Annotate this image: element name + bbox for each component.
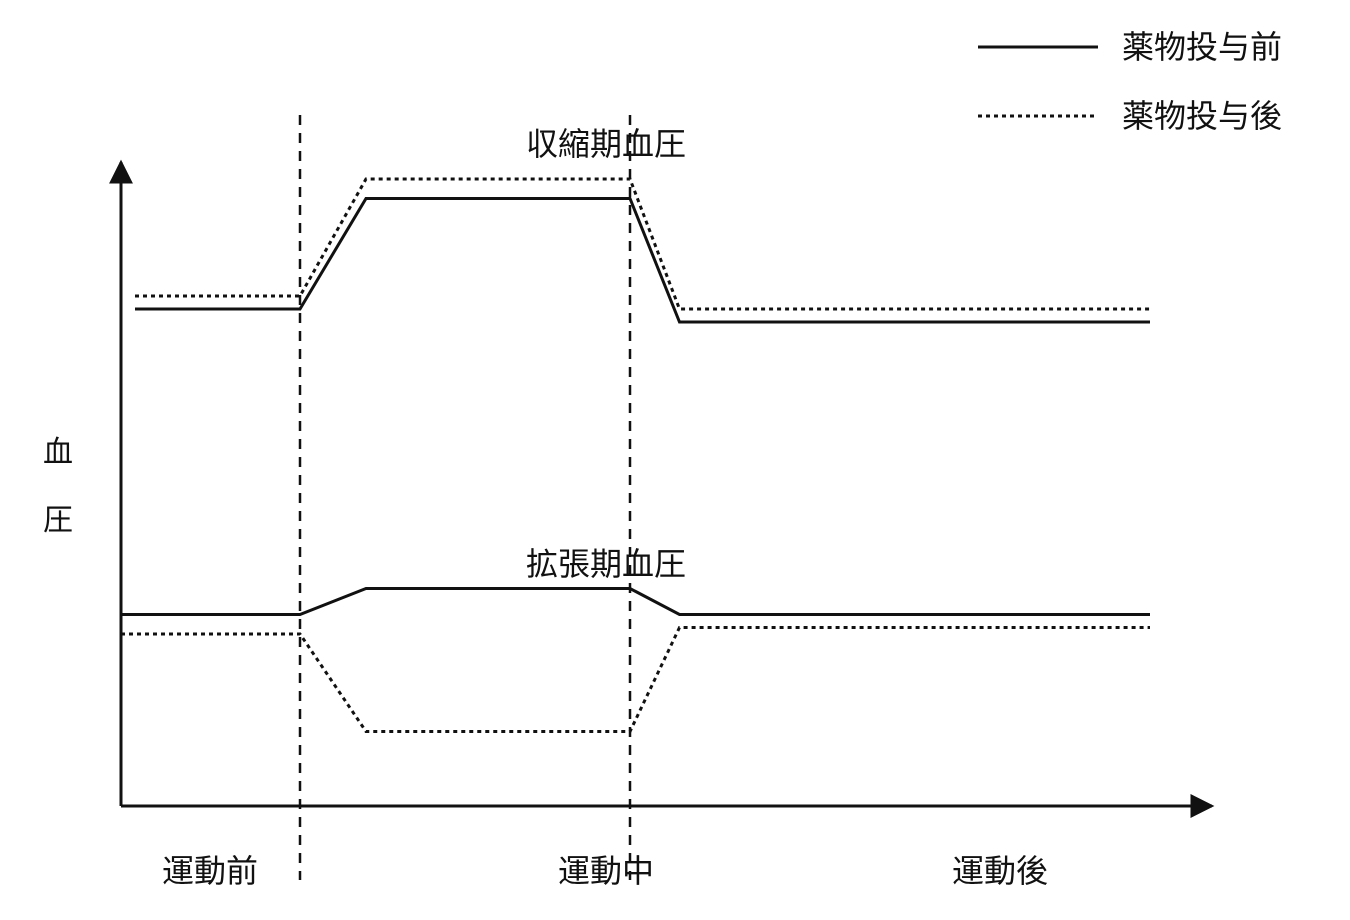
phase-boundaries: [298, 115, 632, 880]
legend-label-after: 薬物投与後: [1122, 97, 1282, 135]
diastolic-group-label: 拡張期血圧: [526, 545, 686, 583]
y-axis-label-char-2: 圧: [43, 503, 73, 538]
series-diastolic-before: [121, 587, 1150, 616]
legend-label-before: 薬物投与前: [1122, 28, 1282, 66]
systolic-group-label: 収縮期血圧: [526, 125, 686, 163]
series-layer: [121, 177, 1150, 733]
phase-labels: 運動前 運動中 運動後: [162, 852, 1048, 890]
phase-label-1: 運動前: [162, 852, 258, 890]
phase-label-3: 運動後: [952, 852, 1048, 890]
legend: 薬物投与前 薬物投与後: [978, 28, 1282, 135]
series-systolic-after: [135, 177, 1150, 311]
phase-label-2: 運動中: [558, 852, 654, 890]
series-diastolic-after: [121, 626, 1150, 733]
series-systolic-before: [135, 197, 1150, 324]
y-axis-label-char-1: 血: [43, 435, 73, 470]
